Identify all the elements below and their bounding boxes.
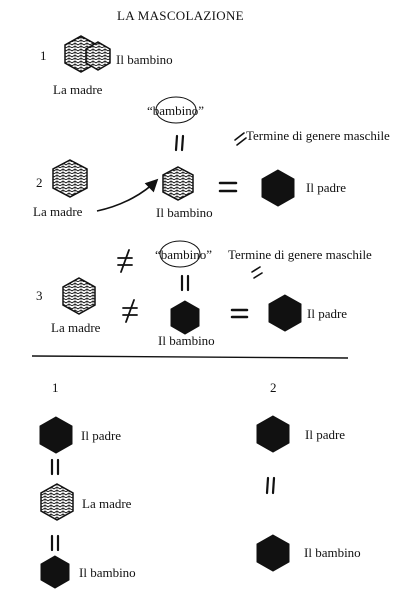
equals-diagonal-term-row2 (234, 132, 247, 146)
equals-vertical-col1-bottom (50, 534, 60, 552)
equals-diagonal-term-row3 (251, 266, 263, 279)
equals-vertical-col1-top (50, 458, 60, 476)
row1-child-label: Il bambino (116, 52, 173, 67)
word-oval-row3 (159, 240, 201, 268)
row3-quoted-word: “bambino” (155, 247, 213, 262)
father-hexagon-col2 (256, 415, 290, 453)
equals-sign-row2 (218, 181, 238, 193)
equals-vertical-col2 (265, 476, 276, 495)
arrow-mother-to-child (96, 178, 159, 212)
col1-number: 1 (52, 380, 59, 395)
not-equal-top-row3 (117, 249, 133, 273)
row3-number: 3 (36, 288, 43, 303)
mother-hexagon-row3 (62, 277, 96, 315)
row1-number: 1 (40, 48, 47, 63)
col2-number: 2 (270, 380, 277, 395)
equals-vertical-row3 (180, 274, 190, 292)
child-hexagon-row1 (85, 41, 111, 71)
diagram-title: LA MASCOLAZIONE (117, 8, 244, 23)
section-divider (31, 355, 349, 359)
row3-father-label: Il padre (307, 306, 348, 321)
child-hexagon-col1 (40, 555, 70, 589)
mother-hexagon-row2 (52, 159, 88, 198)
father-hexagon-col1 (39, 416, 73, 454)
col2-father-label: Il padre (305, 427, 346, 442)
row2-term-label: Termine di genere maschile (246, 128, 390, 143)
row2-quoted-word: “bambino” (147, 103, 205, 118)
row2-child-label: Il bambino (156, 205, 213, 220)
child-hexagon-row2 (162, 166, 194, 201)
col1-father-label: Il padre (81, 428, 122, 443)
row2-father-label: Il padre (306, 180, 347, 195)
col1-child-label: Il bambino (79, 565, 136, 580)
equals-sign-row3 (230, 308, 249, 319)
row2-mother-label: La madre (33, 204, 83, 219)
equals-vertical-row2 (174, 134, 185, 152)
col1-mother-label: La madre (82, 496, 132, 511)
not-equal-row3 (122, 299, 138, 323)
mother-hexagon-col1 (40, 483, 74, 521)
row1-mother-label: La madre (53, 82, 103, 97)
row3-mother-label: La madre (51, 320, 101, 335)
child-hexagon-col2 (256, 534, 290, 572)
word-oval-row2 (155, 96, 197, 124)
col2-child-label: Il bambino (304, 545, 361, 560)
father-hexagon-row3 (268, 294, 302, 332)
row3-child-label: Il bambino (158, 333, 215, 348)
row2-number: 2 (36, 175, 43, 190)
child-hexagon-row3 (170, 300, 200, 335)
father-hexagon-row2 (261, 169, 295, 207)
row3-term-label: Termine di genere maschile (228, 247, 372, 262)
